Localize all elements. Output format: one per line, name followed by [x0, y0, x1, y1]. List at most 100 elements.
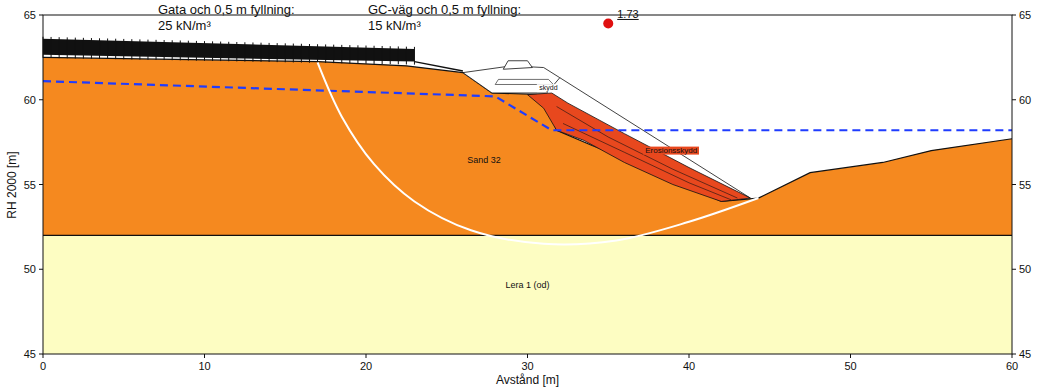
plot-frame [43, 15, 1012, 354]
layer-name: skydd [537, 84, 559, 92]
axis-tick [1012, 269, 1016, 270]
protection-layer-line [563, 123, 731, 199]
load-value: 15 kN/m³ [368, 19, 421, 33]
load-arrow [123, 39, 124, 59]
ground-surface [43, 57, 1012, 201]
load-arrow [91, 38, 92, 59]
load-arrow [382, 46, 383, 64]
load-arrow [277, 43, 278, 62]
load-arrow [51, 37, 52, 58]
load-arrow [156, 40, 157, 60]
tick-label: 10 [198, 360, 210, 372]
load-arrow [59, 37, 60, 58]
tick-label: 60 [1019, 94, 1031, 106]
axis-tick [39, 354, 43, 355]
load-arrow [406, 47, 407, 65]
tick-label: 65 [1019, 9, 1031, 21]
soil-name: Lera 1 (od) [505, 281, 549, 291]
load-arrow [188, 41, 189, 61]
tick-label: 40 [683, 360, 695, 372]
load-arrow [236, 42, 237, 61]
axis-title: Avstånd [m] [496, 374, 559, 387]
load-arrow [285, 43, 286, 62]
load-arrow [196, 41, 197, 61]
layer-name: Erosionsskydd [643, 146, 699, 155]
axis-tick [1012, 99, 1016, 100]
axis-tick [39, 184, 43, 185]
load-arrow [83, 38, 84, 59]
load-arrow [228, 42, 229, 61]
load-arrow [131, 39, 132, 59]
slope-outline [560, 78, 751, 198]
load-label: Gata och 0,5 m fyllning: [158, 3, 295, 17]
tick-label: 30 [521, 360, 533, 372]
tick-label: 0 [40, 360, 46, 372]
axis-tick [1012, 354, 1013, 358]
load-arrow [252, 42, 253, 61]
tick-label: 45 [24, 348, 36, 360]
tick-label: 45 [1019, 348, 1031, 360]
load-arrow [341, 45, 342, 63]
safety-factor: 1.73 [617, 8, 638, 20]
load-arrow [374, 46, 375, 64]
axis-title: RH 2000 [m] [6, 151, 19, 218]
axis-tick [39, 15, 43, 16]
axis-tick [850, 354, 851, 358]
load-arrow [172, 40, 173, 60]
erosion-protection [528, 93, 751, 201]
traffic-load-band [43, 39, 414, 62]
tick-label: 50 [24, 263, 36, 275]
slip-circle [318, 62, 759, 244]
load-arrow [115, 39, 116, 59]
load-arrow [261, 43, 262, 62]
sand-layer [43, 57, 1012, 235]
load-arrow [204, 41, 205, 61]
axis-tick [39, 269, 43, 270]
load-arrow [333, 45, 334, 63]
load-arrow [293, 44, 294, 63]
load-arrow [164, 40, 165, 60]
tick-label: 55 [1019, 178, 1031, 190]
gc-load-line [414, 62, 462, 71]
axis-tick [689, 354, 690, 358]
load-arrow [107, 38, 108, 59]
kerb-block [503, 61, 532, 69]
soil-name: Sand 32 [467, 156, 501, 166]
load-label: GC-väg och 0,5 m fyllning: [368, 3, 521, 17]
load-arrow [220, 42, 221, 61]
load-arrow [325, 44, 326, 63]
axis-tick [527, 354, 528, 358]
load-arrow [67, 37, 68, 58]
load-arrow [244, 42, 245, 61]
load-arrow [349, 45, 350, 63]
crest-fill [463, 66, 560, 93]
load-arrow [75, 38, 76, 59]
tick-label: 60 [24, 94, 36, 106]
axis-tick [39, 99, 43, 100]
load-arrow [357, 45, 358, 63]
protection-layer-line [557, 107, 738, 199]
axis-tick [1012, 15, 1016, 16]
tick-label: 20 [360, 360, 372, 372]
tick-label: 60 [1006, 360, 1018, 372]
load-arrow [398, 46, 399, 64]
axis-tick [366, 354, 367, 358]
clay-layer [43, 235, 1012, 354]
tick-label: 55 [24, 178, 36, 190]
load-arrow [301, 44, 302, 63]
load-arrow [180, 40, 181, 60]
load-arrow [212, 41, 213, 61]
load-arrow [366, 46, 367, 64]
tick-label: 50 [1019, 263, 1031, 275]
load-arrow [139, 39, 140, 59]
axis-tick [43, 354, 44, 358]
load-arrow [99, 38, 100, 59]
load-arrow [317, 44, 318, 63]
slip-centre [603, 18, 613, 28]
load-arrow [390, 46, 391, 64]
groundwater-level [43, 81, 1012, 130]
load-arrow [147, 40, 148, 60]
load-arrow [269, 43, 270, 62]
